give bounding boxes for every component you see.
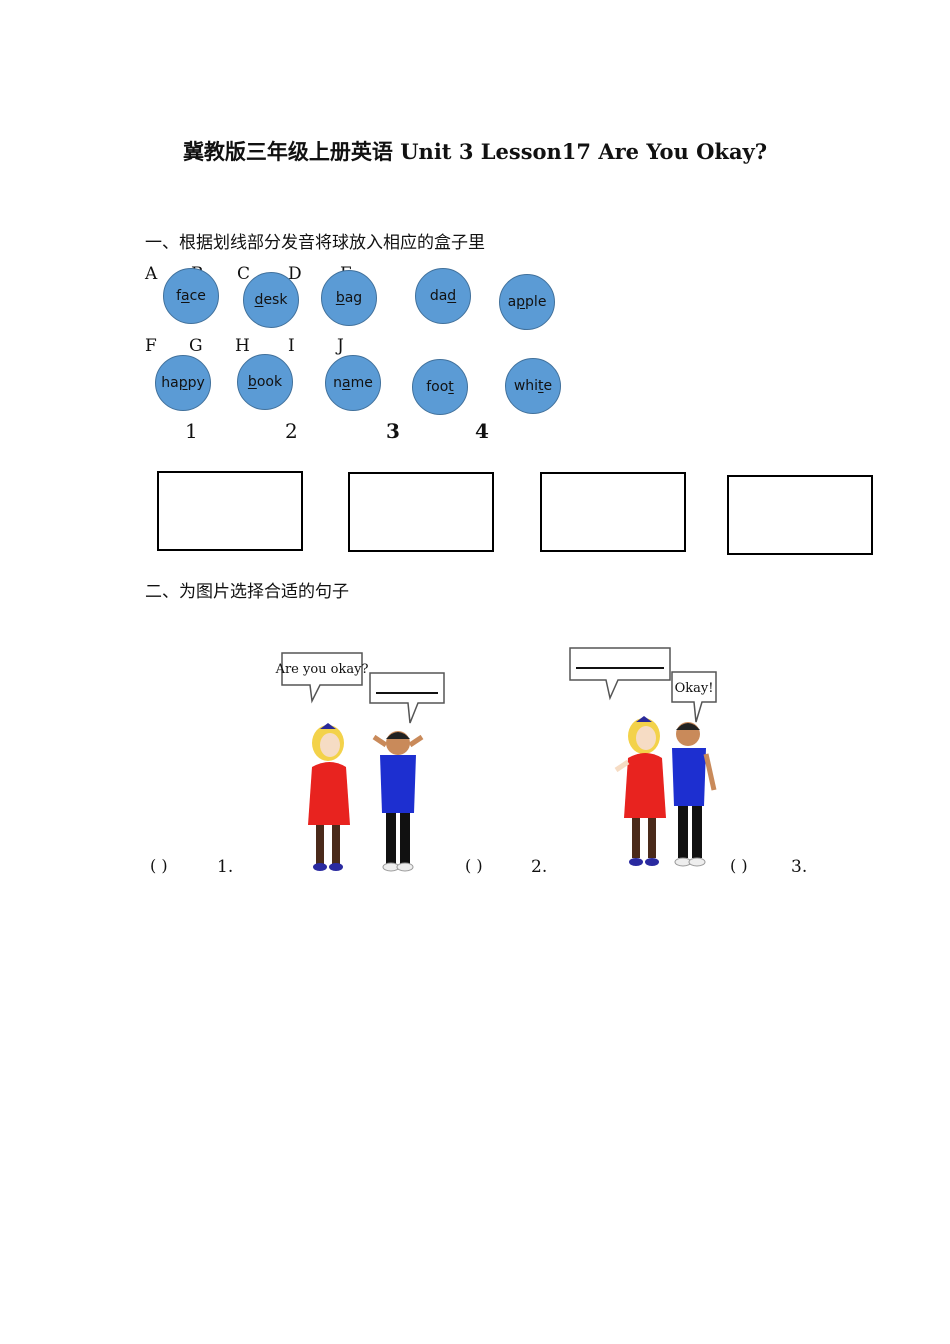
answer-number-1: 1. — [217, 857, 234, 877]
answer-number-2: 2. — [531, 857, 548, 877]
speech-bubble-blank-2 — [569, 647, 671, 701]
page-title: 冀教版三年级上册英语 Unit 3 Lesson17 Are You Okay? — [182, 139, 768, 164]
box-number-4: 4 — [475, 419, 489, 443]
letter-h: H — [235, 336, 250, 356]
letter-a: A — [145, 264, 158, 284]
letter-i: I — [288, 336, 295, 356]
speech-bubble-okay: Okay! — [671, 671, 717, 723]
section2-heading: 二、为图片选择合适的句子 — [145, 582, 349, 602]
answer-paren-2[interactable]: ( ) — [465, 856, 483, 875]
bubble-okay-text: Okay! — [675, 681, 714, 696]
section1-heading: 一、根据划线部分发音将球放入相应的盒子里 — [145, 233, 485, 253]
boy-figure-2 — [672, 722, 717, 867]
girl-figure — [308, 723, 350, 871]
answer-box-3[interactable] — [540, 472, 686, 552]
scene-2-illustration: Okay! — [569, 647, 717, 867]
answer-box-2[interactable] — [348, 472, 494, 552]
letter-c: C — [237, 264, 251, 284]
box-number-1: 1 — [185, 419, 198, 443]
speech-bubble-blank-1 — [369, 672, 445, 724]
letter-j: J — [337, 336, 344, 356]
box-number-3: 3 — [386, 419, 400, 443]
answer-box-1[interactable] — [157, 471, 303, 551]
speech-bubble-question: Are you okay? — [275, 652, 369, 704]
boy-figure — [372, 731, 424, 872]
girl-figure-2 — [614, 716, 666, 866]
answer-paren-1[interactable]: ( ) — [150, 856, 168, 875]
scene-1-illustration: Are you okay? — [275, 652, 445, 872]
answer-number-3: 3. — [791, 857, 808, 877]
bubble-question-text: Are you okay? — [275, 662, 369, 677]
answer-paren-3[interactable]: ( ) — [730, 856, 748, 875]
letter-d: D — [288, 264, 302, 284]
letter-f: F — [145, 336, 157, 356]
letter-g: G — [189, 336, 203, 356]
box-number-2: 2 — [285, 419, 298, 443]
answer-box-4[interactable] — [727, 475, 873, 555]
